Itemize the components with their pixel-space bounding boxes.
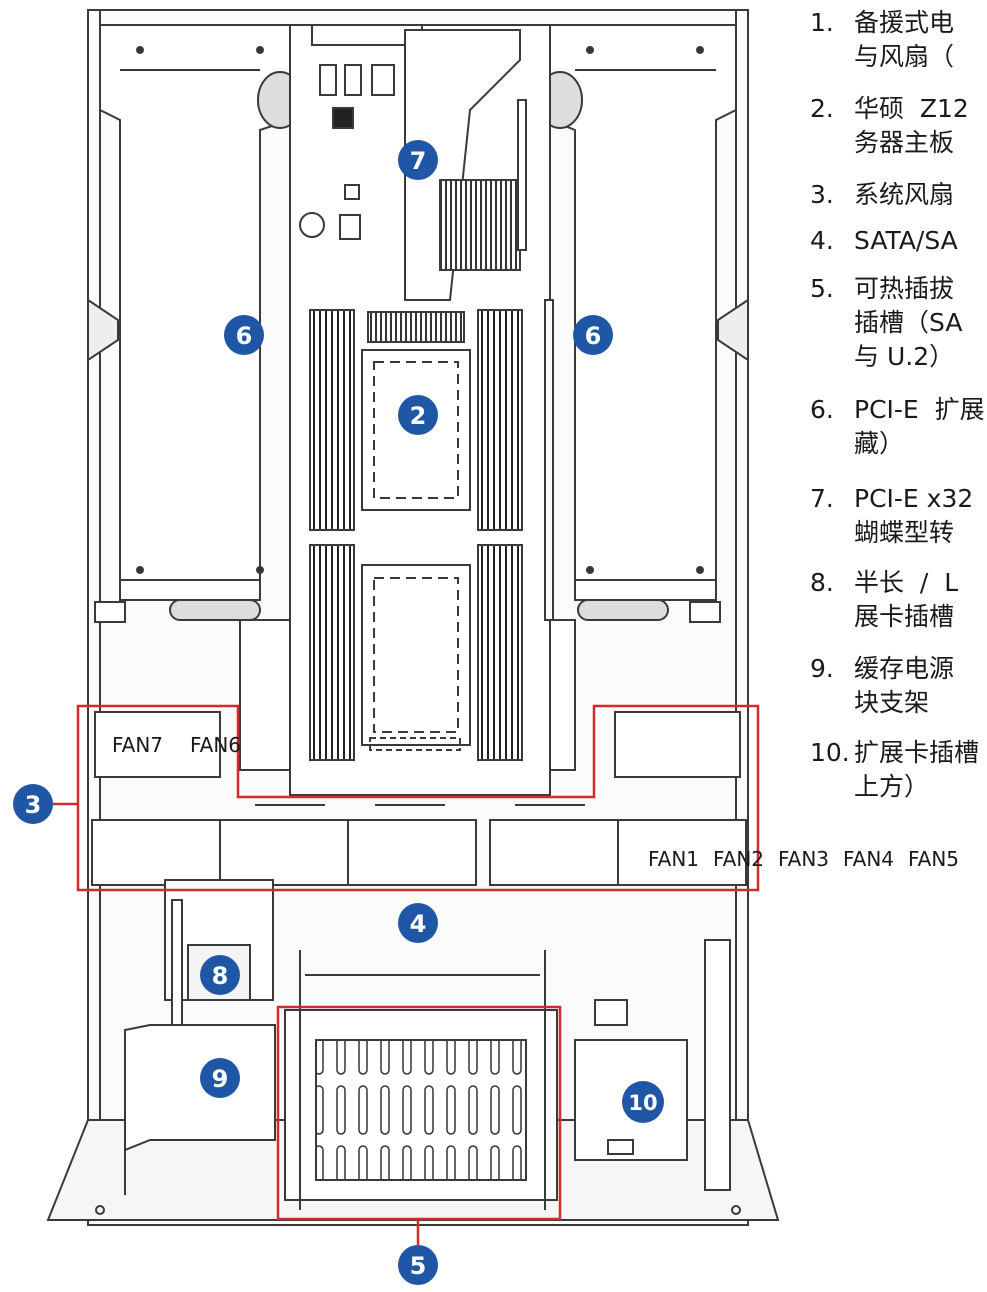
callout-6-left-number: 6 <box>236 322 253 350</box>
callout-4-number: 4 <box>410 910 427 938</box>
fan-2 <box>219 819 349 886</box>
legend-item-2: 2. 华硕 Z12 务器主板 <box>810 92 969 160</box>
callout-7-number: 7 <box>410 147 427 175</box>
callout-8: 8 <box>200 955 240 995</box>
legend-item-text: PCI-E 扩展 藏） <box>854 395 985 458</box>
legend-item-text: 系统风扇 <box>854 180 955 209</box>
legend: 1. 备援式电 与风扇（ 2. 华硕 Z12 务器主板 3. 系统风扇 4. S… <box>810 0 987 820</box>
callout-5-number: 5 <box>410 1252 427 1280</box>
legend-item-number: 8. <box>810 568 834 597</box>
callout-10-number: 10 <box>628 1091 657 1115</box>
fan-label-fan1: FAN1 <box>648 847 699 871</box>
legend-item-6: 6. PCI-E 扩展 藏） <box>810 393 985 461</box>
legend-item-10: 10. 扩展卡插槽 上方） <box>810 736 979 804</box>
callout-8-number: 8 <box>212 962 229 990</box>
legend-item-number: 7. <box>810 484 834 513</box>
legend-item-number: 3. <box>810 180 834 209</box>
callout-9-number: 9 <box>212 1065 229 1093</box>
callout-2-number: 2 <box>410 402 427 430</box>
legend-item-text: 华硕 Z12 务器主板 <box>854 94 969 157</box>
fan-label-fan7: FAN7 <box>112 733 163 757</box>
legend-item-7: 7. PCI-E x32 蝴蝶型转 <box>810 482 973 550</box>
legend-item-text: 缓存电源 块支架 <box>854 654 955 717</box>
legend-item-text: 备援式电 与风扇（ <box>854 8 955 71</box>
callout-3-number: 3 <box>25 791 42 819</box>
system-fans <box>91 711 747 886</box>
cache-power-module-bracket <box>124 1024 276 1195</box>
callout-10: 10 <box>622 1081 664 1123</box>
callout-6-left: 6 <box>224 315 264 355</box>
fan-1 <box>91 819 221 886</box>
hot-swap-drive-cage <box>284 950 558 1210</box>
legend-item-text: 可热插拔 插槽（SA 与 U.2） <box>854 274 963 371</box>
legend-item-number: 5. <box>810 274 834 303</box>
fan-label-fan6: FAN6 <box>190 733 241 757</box>
callout-7: 7 <box>398 140 438 180</box>
legend-item-3: 3. 系统风扇 <box>810 178 954 212</box>
callout-5: 5 <box>398 1245 438 1285</box>
fan-6-right <box>614 711 741 778</box>
fan-label-fan2: FAN2 <box>713 847 764 871</box>
fan-4 <box>489 819 619 886</box>
fan-7 <box>94 711 221 778</box>
fan-label-fan4: FAN4 <box>843 847 894 871</box>
fan-3 <box>347 819 477 886</box>
legend-item-text: SATA/SA <box>854 226 958 255</box>
fan-5 <box>617 819 747 886</box>
callout-6-right: 6 <box>573 315 613 355</box>
legend-item-1: 1. 备援式电 与风扇（ <box>810 6 954 74</box>
fan-label-fan5: FAN5 <box>908 847 959 871</box>
legend-item-4: 4. SATA/SA <box>810 224 958 258</box>
legend-item-number: 10. <box>810 738 850 767</box>
legend-item-5: 5. 可热插拔 插槽（SA 与 U.2） <box>810 272 962 374</box>
legend-item-number: 6. <box>810 395 834 424</box>
legend-item-number: 1. <box>810 8 834 37</box>
legend-item-8: 8. 半长 / L 展卡插槽 <box>810 566 958 634</box>
fan-label-fan3: FAN3 <box>778 847 829 871</box>
callout-3: 3 <box>13 784 53 824</box>
callout-9: 9 <box>200 1058 240 1098</box>
legend-item-text: 半长 / L 展卡插槽 <box>854 568 959 631</box>
pcie-riser-right <box>537 24 749 623</box>
legend-item-number: 4. <box>810 226 834 255</box>
legend-item-number: 9. <box>810 654 834 683</box>
legend-item-text: PCI-E x32 蝴蝶型转 <box>854 484 974 547</box>
callout-4: 4 <box>398 903 438 943</box>
legend-item-number: 2. <box>810 94 834 123</box>
legend-item-9: 9. 缓存电源 块支架 <box>810 652 954 720</box>
motherboard <box>239 24 576 796</box>
callout-2: 2 <box>398 395 438 435</box>
legend-item-text: 扩展卡插槽 上方） <box>854 738 980 801</box>
callout-6-right-number: 6 <box>585 322 602 350</box>
fan-highlight-box <box>76 704 760 892</box>
